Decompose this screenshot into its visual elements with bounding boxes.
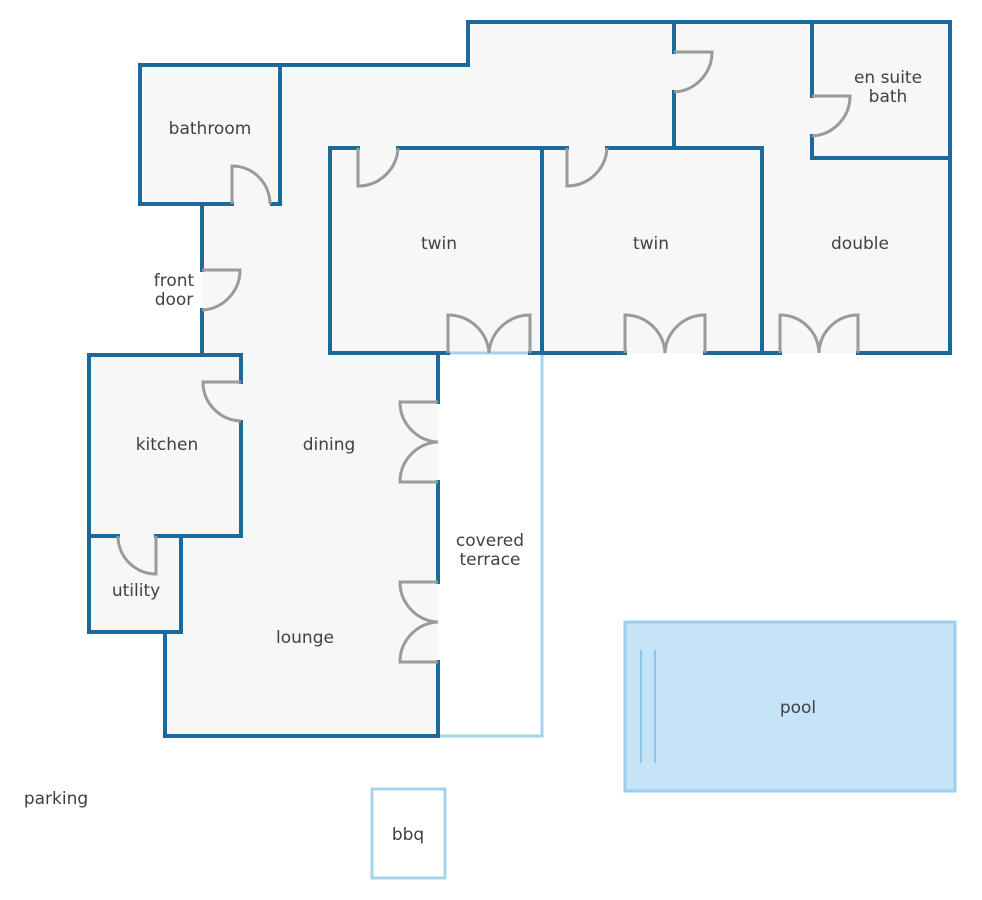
twin-2-label: twin [633,234,669,254]
lounge-terrace-door[interactable] [398,580,439,664]
utility-door[interactable] [116,535,158,576]
twin-2-patio-door[interactable] [623,313,707,354]
twin-1-label: twin [421,234,457,254]
kitchen-label: kitchen [136,435,199,455]
parking-label: parking [24,789,88,809]
lounge-label: lounge [276,628,334,648]
covered-terrace-label: terrace [459,550,520,570]
kitchen-door[interactable] [201,380,242,423]
en-suite-label: bath [869,87,908,107]
pool-area [623,620,957,793]
twin-1-patio-door[interactable] [446,313,532,354]
en-suite-label: en suite [854,68,922,88]
twin-2-door[interactable] [565,147,609,188]
twin-1-door[interactable] [356,147,400,188]
double-label: double [831,234,889,254]
bathroom-door[interactable] [230,164,272,205]
bbq-label: bbq [392,825,424,845]
hall-door[interactable] [673,50,714,94]
doors [116,50,860,664]
bathroom-label: bathroom [169,119,252,139]
front-door[interactable] [201,268,242,312]
dining-label: dining [303,435,356,455]
double-patio-door[interactable] [778,313,860,354]
front-door-label: front [154,271,195,291]
utility-label: utility [112,581,160,601]
dining-terrace-door[interactable] [398,400,439,484]
covered-terrace-label: covered [456,531,524,551]
pool-label: pool [780,698,816,718]
front-door-label: door [155,290,194,310]
walls [87,20,952,738]
bbq-outline [370,787,447,880]
en-suite-door[interactable] [811,94,852,138]
house-floor [89,22,950,736]
